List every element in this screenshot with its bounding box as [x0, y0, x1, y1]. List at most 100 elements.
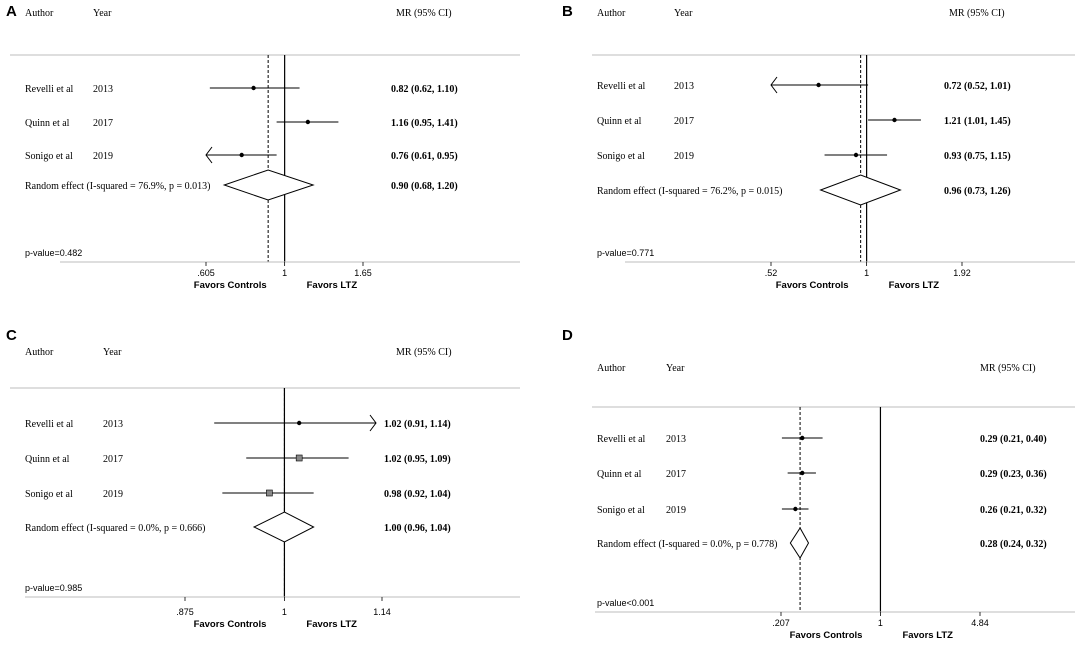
pooled-effect-label: 0.90 (0.68, 1.20) — [391, 181, 458, 192]
forest-panel-b: B Author Year MR (95% CI) Revelli et al 2013 0… — [562, 3, 1075, 291]
study-author: Revelli et al — [25, 419, 74, 430]
study-effect-label: 1.16 (0.95, 1.41) — [391, 118, 458, 129]
ci-arrow-left — [770, 76, 778, 94]
favors-ltz-label: Favors LTZ — [889, 280, 940, 291]
study-author: Quinn et al — [25, 454, 70, 465]
header-effect: MR (95% CI) — [396, 347, 452, 358]
favors-controls-label: Favors Controls — [194, 619, 267, 630]
header-year: Year — [93, 8, 112, 19]
favors-controls-label: Favors Controls — [776, 280, 849, 291]
header-author: Author — [597, 8, 626, 19]
p-value-label: p-value<0.001 — [597, 598, 654, 608]
favors-controls-label: Favors Controls — [194, 280, 267, 291]
axis-tick-label: 1.92 — [953, 268, 971, 278]
axis-tick-label: 1.14 — [373, 607, 391, 617]
study-author: Quinn et al — [25, 118, 70, 129]
study-author: Revelli et al — [597, 81, 646, 92]
panel-letter: D — [562, 327, 573, 344]
study-point — [853, 152, 859, 158]
study-year: 2019 — [93, 151, 113, 162]
panel-letter: C — [6, 327, 17, 344]
study-year: 2019 — [674, 151, 694, 162]
pooled-effect-label: 0.96 (0.73, 1.26) — [944, 186, 1011, 197]
header-effect: MR (95% CI) — [980, 363, 1036, 374]
axis-tick-label: .52 — [765, 268, 778, 278]
axis-tick-label: 4.84 — [971, 618, 989, 628]
study-effect-label: 0.29 (0.23, 0.36) — [980, 469, 1047, 480]
axis-tick-label: 1.65 — [354, 268, 372, 278]
study-year: 2019 — [103, 489, 123, 500]
pooled-diamond — [252, 511, 315, 543]
p-value-label: p-value=0.985 — [25, 583, 82, 593]
study-point — [800, 470, 805, 476]
axis-tick-label: 1 — [282, 268, 287, 278]
header-year: Year — [103, 347, 122, 358]
study-effect-label: 0.72 (0.52, 1.01) — [944, 81, 1011, 92]
study-author: Quinn et al — [597, 116, 642, 127]
axis-tick-label: 1 — [878, 618, 883, 628]
study-year: 2013 — [674, 81, 694, 92]
study-point — [296, 420, 302, 426]
pooled-effect-label: 1.00 (0.96, 1.04) — [384, 523, 451, 534]
pooled-diamond — [789, 527, 810, 559]
p-value-label: p-value=0.482 — [25, 248, 82, 258]
header-author: Author — [597, 363, 626, 374]
study-point — [793, 506, 798, 512]
study-author: Sonigo et al — [597, 505, 645, 516]
study-effect-label: 0.26 (0.21, 0.32) — [980, 505, 1047, 516]
axis-tick-label: .875 — [176, 607, 194, 617]
study-point — [816, 82, 821, 88]
panel-letter: B — [562, 3, 573, 20]
pooled-label: Random effect (I-squared = 76.2%, p = 0.… — [597, 186, 783, 197]
axis-tick-label: 1 — [282, 607, 287, 617]
study-author: Sonigo et al — [25, 151, 73, 162]
study-point — [239, 152, 244, 158]
study-point — [251, 85, 256, 91]
header-effect: MR (95% CI) — [949, 8, 1005, 19]
study-effect-label: 1.02 (0.95, 1.09) — [384, 454, 451, 465]
study-author: Sonigo et al — [25, 489, 73, 500]
study-point — [305, 119, 311, 125]
favors-controls-label: Favors Controls — [790, 630, 863, 641]
ci-arrow-left — [205, 146, 213, 164]
forest-panel-c: C Author Year MR (95% CI) Revelli et al 2013 1… — [6, 327, 520, 630]
study-point — [892, 117, 897, 123]
study-effect-label: 0.93 (0.75, 1.15) — [944, 151, 1011, 162]
study-author: Sonigo et al — [597, 151, 645, 162]
study-year: 2017 — [103, 454, 123, 465]
p-value-label: p-value=0.771 — [597, 248, 654, 258]
header-year: Year — [666, 363, 685, 374]
pooled-label: Random effect (I-squared = 0.0%, p = 0.7… — [597, 539, 778, 550]
study-year: 2013 — [103, 419, 123, 430]
axis-tick-label: .605 — [197, 268, 215, 278]
pooled-effect-label: 0.28 (0.24, 0.32) — [980, 539, 1047, 550]
header-author: Author — [25, 347, 54, 358]
study-point-box — [295, 454, 303, 462]
study-author: Quinn et al — [597, 469, 642, 480]
study-year: 2013 — [93, 84, 113, 95]
study-point — [800, 435, 805, 441]
study-year: 2017 — [93, 118, 113, 129]
pooled-diamond — [222, 169, 315, 201]
axis-tick-label: .207 — [772, 618, 790, 628]
study-year: 2017 — [674, 116, 694, 127]
pooled-label: Random effect (I-squared = 0.0%, p = 0.6… — [25, 523, 206, 534]
study-author: Revelli et al — [25, 84, 74, 95]
study-effect-label: 0.98 (0.92, 1.04) — [384, 489, 451, 500]
pooled-diamond — [819, 174, 902, 206]
study-effect-label: 0.76 (0.61, 0.95) — [391, 151, 458, 162]
study-effect-label: 0.29 (0.21, 0.40) — [980, 434, 1047, 445]
pooled-label: Random effect (I-squared = 76.9%, p = 0.… — [25, 181, 211, 192]
study-year: 2019 — [666, 505, 686, 516]
study-effect-label: 1.21 (1.01, 1.45) — [944, 116, 1011, 127]
header-year: Year — [674, 8, 693, 19]
axis-tick-label: 1 — [864, 268, 869, 278]
favors-ltz-label: Favors LTZ — [307, 280, 358, 291]
study-year: 2013 — [666, 434, 686, 445]
favors-ltz-label: Favors LTZ — [902, 630, 953, 641]
header-author: Author — [25, 8, 54, 19]
study-point-box — [266, 489, 273, 497]
